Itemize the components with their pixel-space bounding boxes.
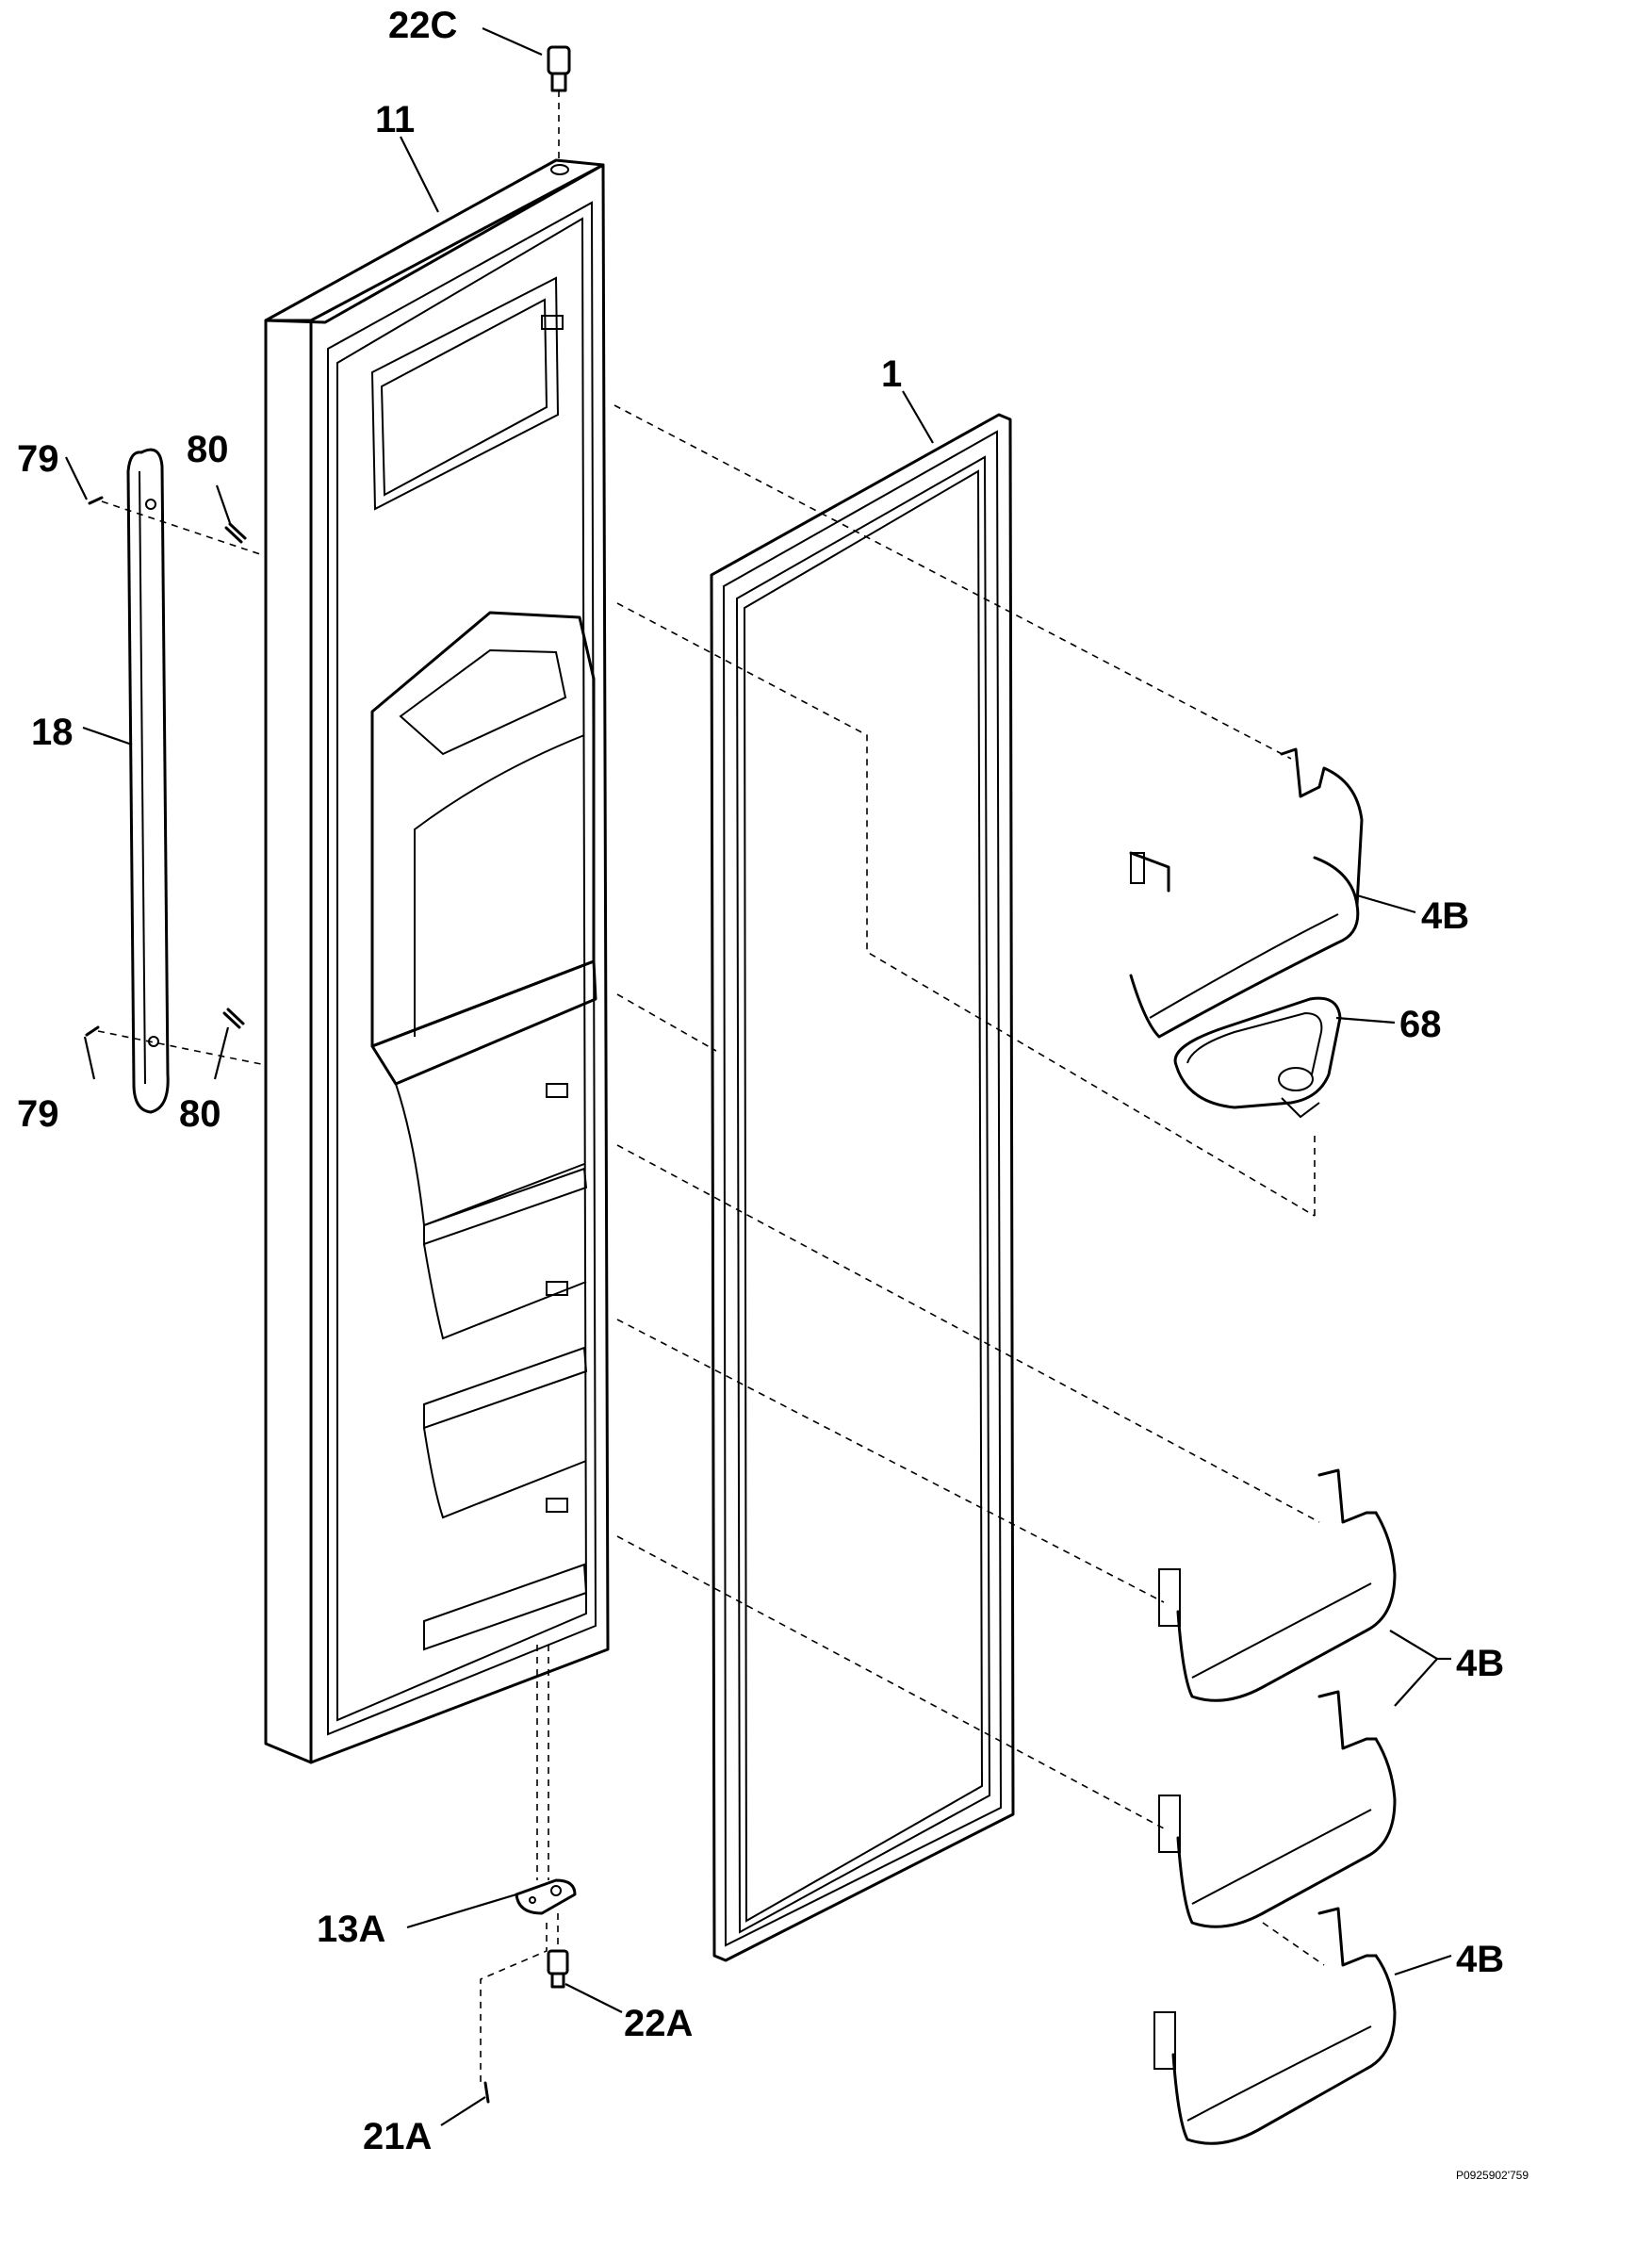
callout-80-bottom: 80 [179,1093,221,1135]
callout-11: 11 [375,99,415,140]
leader-lines [65,26,1452,2126]
callout-79-bottom: 79 [17,1093,59,1135]
callout-4B-top: 4B [1421,895,1469,937]
callout-4B-middle: 4B [1456,1643,1504,1684]
door-bin-bottom [1153,1907,1397,2145]
door-bin-middle-upper [1158,1468,1397,1702]
can-rack [1173,996,1342,1119]
callout-22C: 22C [388,5,457,46]
bottom-hinge [480,1645,577,2104]
callout-4B-bottom: 4B [1456,1939,1504,1980]
door-bin-middle-lower [1158,1690,1397,1928]
callout-80-top: 80 [187,429,229,470]
callout-68: 68 [1399,1004,1442,1045]
callout-13A: 13A [317,1909,385,1950]
door-gasket [710,413,1015,1962]
callout-labels: 22C 11 1 79 80 18 79 80 4B 68 4B 4B 13A … [17,5,1504,2157]
handle-screws [85,496,267,1066]
door-bin-top [1129,747,1364,1039]
door-panel [264,158,610,1764]
door-handle [126,448,170,1114]
callout-18: 18 [31,712,74,753]
callout-22A: 22A [624,2003,693,2044]
callout-79-top: 79 [17,438,59,480]
callout-1: 1 [881,353,902,395]
diagram-reference-code: P0925902'759 [1456,2169,1529,2182]
top-hinge-bushing [547,45,571,160]
alignment-lines [613,404,1325,1966]
callout-21A: 21A [363,2116,432,2157]
